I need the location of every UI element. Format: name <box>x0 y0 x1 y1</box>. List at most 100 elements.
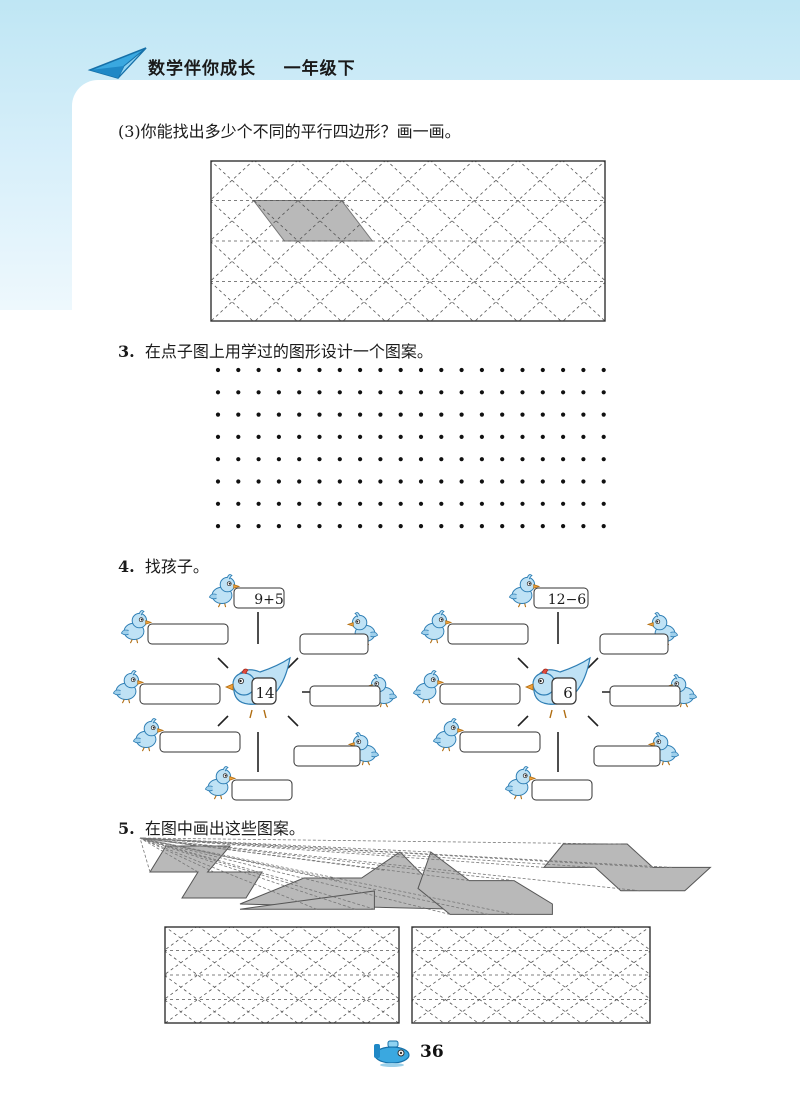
chick <box>432 718 465 752</box>
grid-dot <box>317 457 322 462</box>
grid-dot <box>337 524 342 529</box>
pattern-line <box>139 837 451 915</box>
grid-line <box>548 950 650 1023</box>
q5-number: 5. <box>118 819 135 838</box>
grid-dot <box>236 367 241 373</box>
pattern-line <box>139 837 641 892</box>
grid-dot <box>540 457 545 462</box>
chick <box>208 574 241 608</box>
grid-dot <box>581 367 586 373</box>
grid-dot <box>439 390 444 395</box>
grid-line <box>333 975 399 1023</box>
answer-box[interactable] <box>147 623 229 645</box>
grid-dot <box>297 524 302 529</box>
mother-number-box <box>551 677 577 705</box>
grid-dot <box>581 501 586 506</box>
grid-line <box>562 281 605 321</box>
answer-box[interactable] <box>531 779 593 801</box>
grid-dot <box>398 457 403 462</box>
answer-box[interactable] <box>293 745 361 767</box>
answer-box[interactable] <box>459 731 541 753</box>
group2-mother-number: 6 <box>563 684 573 702</box>
grid-dot <box>297 501 302 506</box>
grid-dot <box>297 479 302 484</box>
grid-line <box>342 161 518 321</box>
grid-dot <box>378 479 383 484</box>
grid-dot <box>459 501 464 506</box>
triangle-grid-q5-left[interactable] <box>164 926 400 1024</box>
grid-dot <box>418 501 424 506</box>
dot-grid[interactable] <box>210 362 610 538</box>
triangle-grid-q5-right[interactable] <box>411 926 651 1024</box>
grid-dot <box>337 434 342 439</box>
grid-frame <box>411 926 651 1024</box>
grid-dot <box>500 524 505 529</box>
answer-box[interactable] <box>593 745 661 767</box>
grid-dot <box>561 457 566 462</box>
grid-line <box>445 927 582 1023</box>
pattern-line <box>139 837 515 915</box>
grid-dot <box>561 367 566 373</box>
grid-line <box>198 927 332 1023</box>
pattern-line <box>139 837 489 915</box>
grid-dot <box>236 434 241 439</box>
grid-dot <box>561 434 566 439</box>
grid-dot <box>256 434 261 439</box>
group2-top-expression: 12−6 <box>547 592 587 608</box>
grid-dot <box>337 501 342 506</box>
grid-dot <box>215 457 221 462</box>
grid-line <box>583 975 650 1023</box>
answer-box[interactable] <box>599 633 669 655</box>
grid-dot <box>500 479 505 484</box>
answer-box[interactable] <box>139 683 221 705</box>
answer-box[interactable] <box>447 623 529 645</box>
grid-dot <box>276 479 281 484</box>
grid-dot <box>378 367 383 373</box>
grid-dot <box>297 412 302 417</box>
grid-dot <box>459 412 464 417</box>
grid-dot <box>418 434 424 439</box>
pattern-line <box>139 837 356 910</box>
grid-dot <box>418 412 424 417</box>
pattern-line <box>139 837 317 910</box>
paper-plane-icon <box>87 47 147 79</box>
grid-line <box>430 161 605 321</box>
answer-box[interactable] <box>231 779 293 801</box>
grid-line <box>232 927 366 1023</box>
chick <box>412 670 445 704</box>
grid-dot <box>276 390 281 395</box>
grid-dot <box>479 524 484 529</box>
answer-box[interactable] <box>439 683 521 705</box>
grid-dot <box>479 412 484 417</box>
answer-box[interactable] <box>159 731 241 753</box>
answer-box[interactable] <box>309 685 381 707</box>
answer-box[interactable] <box>609 685 681 707</box>
grid-line <box>514 927 650 1023</box>
grid-dot <box>398 390 403 395</box>
grid-dot <box>540 390 545 395</box>
grid-dot <box>500 434 505 439</box>
q4-number: 4. <box>118 557 135 576</box>
grid-line <box>412 927 548 1023</box>
grid-dot <box>520 524 525 529</box>
grid-dot <box>479 367 484 373</box>
grid-dot <box>601 457 606 462</box>
grid-dot <box>358 390 363 395</box>
grid-line <box>165 950 265 1023</box>
ray-line <box>287 657 299 669</box>
q2-part3-text: (3)你能找出多少个不同的平行四边形？画一画。 <box>118 122 461 141</box>
grid-line <box>518 241 605 321</box>
chick <box>420 610 453 644</box>
grid-line <box>412 927 514 1000</box>
grid-dot <box>540 412 545 417</box>
find-children-group-1 <box>112 574 398 801</box>
grid-dot <box>276 434 281 439</box>
grid-dot <box>276 367 281 373</box>
pattern-line <box>139 837 340 881</box>
grid-dot <box>459 367 464 373</box>
pattern-line <box>139 837 431 853</box>
grid-dot <box>215 367 221 373</box>
pattern-line <box>139 837 621 845</box>
answer-box[interactable] <box>299 633 369 655</box>
grid-dot <box>236 479 241 484</box>
